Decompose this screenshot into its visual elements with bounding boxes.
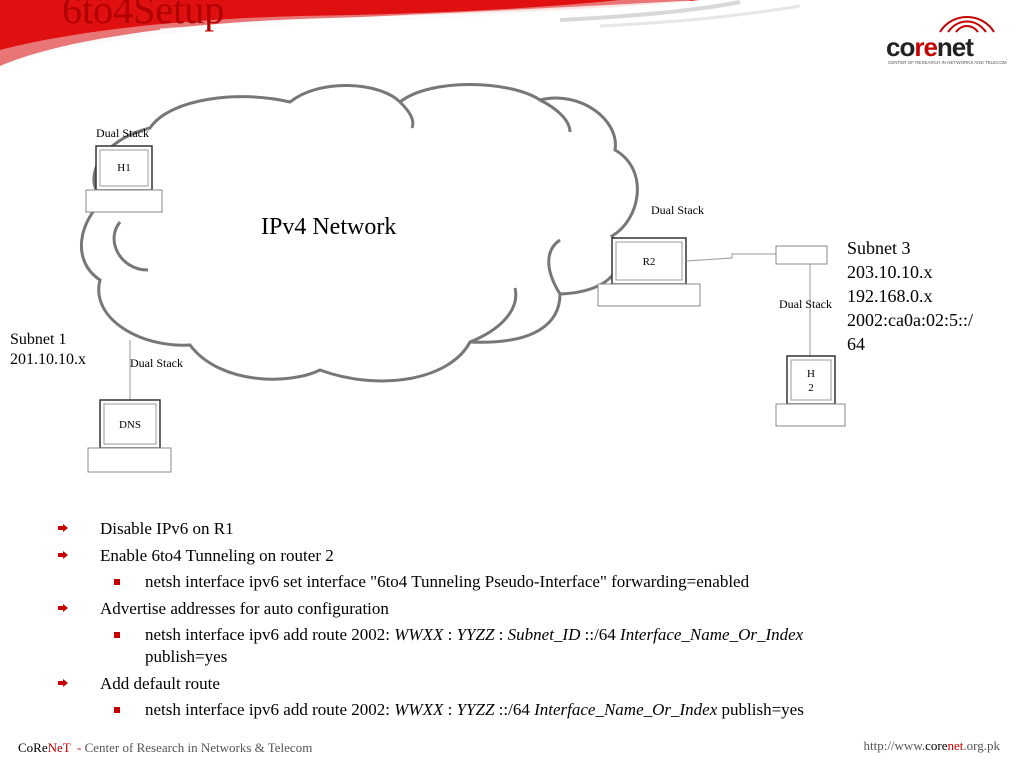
arrow-bullet-icon bbox=[58, 550, 68, 559]
cloud-label: IPv4 Network bbox=[261, 214, 397, 240]
square-bullet-icon bbox=[114, 579, 120, 585]
footer-org: CoReNeT - Center of Research in Networks… bbox=[18, 740, 313, 755]
square-bullet-icon bbox=[114, 707, 120, 713]
r2-dual-stack-label: Dual Stack bbox=[651, 203, 704, 217]
r2-node-label: R2 bbox=[642, 256, 656, 268]
arrow-bullet-icon bbox=[58, 678, 68, 687]
arrow-bullet-icon bbox=[58, 603, 68, 612]
list-item: Advertise addresses for auto configurati… bbox=[58, 598, 804, 620]
list-item: Disable IPv6 on R1 bbox=[58, 518, 804, 540]
cloud-inner-arcs bbox=[112, 98, 572, 344]
list-subitem: netsh interface ipv6 add route 2002: WWX… bbox=[58, 699, 804, 721]
steps-list: Disable IPv6 on R1 Enable 6to4 Tunneling… bbox=[58, 518, 804, 726]
host-dns bbox=[87, 399, 172, 473]
h1-node-label: H1 bbox=[117, 162, 131, 174]
router-r2 bbox=[597, 237, 701, 307]
list-subitem: netsh interface ipv6 add route 2002: WWX… bbox=[58, 624, 804, 668]
r2-switch-link bbox=[685, 253, 776, 262]
square-bullet-icon bbox=[114, 632, 120, 638]
corenet-logo: corenet CENTER OF RESEARCH IN NETWORKS A… bbox=[886, 8, 1014, 68]
subnet3-label: Subnet 3 203.10.10.x 192.168.0.x 2002:ca… bbox=[847, 238, 973, 354]
host-h1 bbox=[85, 145, 163, 213]
footer-url[interactable]: http://www.corenet.org.pk bbox=[863, 738, 1000, 753]
dns-dual-stack-label: Dual Stack bbox=[130, 356, 183, 370]
page-title: 6to4Setup bbox=[62, 0, 225, 32]
arrow-bullet-icon bbox=[58, 524, 68, 532]
h2-dual-stack-label: Dual Stack bbox=[779, 297, 832, 311]
h1-dual-stack-label: Dual Stack bbox=[96, 126, 149, 140]
network-diagram bbox=[79, 83, 846, 473]
signal-arcs-icon bbox=[939, 16, 995, 33]
subnet3-switch bbox=[775, 245, 828, 265]
header-swoosh bbox=[0, 0, 801, 66]
subnet1-label: Subnet 1 201.10.10.x bbox=[10, 331, 86, 368]
dns-node-label: DNS bbox=[118, 419, 141, 431]
list-subitem: netsh interface ipv6 set interface "6to4… bbox=[58, 571, 804, 593]
list-item: Enable 6to4 Tunneling on router 2 bbox=[58, 545, 804, 567]
host-h2 bbox=[775, 355, 846, 427]
ipv4-cloud bbox=[79, 83, 639, 383]
list-item: Add default route bbox=[58, 673, 804, 695]
